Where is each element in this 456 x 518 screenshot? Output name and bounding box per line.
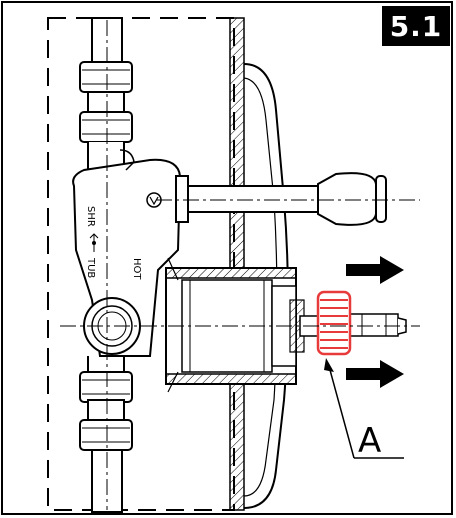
figure-number-badge: 5.1 bbox=[382, 6, 450, 46]
callout-label-a: A bbox=[358, 421, 381, 461]
cartridge-stem bbox=[299, 313, 407, 337]
wall-section bbox=[229, 17, 245, 511]
arrow-right-icon bbox=[346, 256, 404, 284]
removal-arrows bbox=[346, 256, 404, 388]
cartridge-housing bbox=[165, 257, 305, 393]
label-shower: SHR bbox=[85, 206, 96, 227]
diverter-symbol-icon bbox=[89, 233, 99, 252]
arrow-right-icon bbox=[346, 360, 404, 388]
figure-number: 5.1 bbox=[389, 9, 443, 43]
center-lines bbox=[60, 20, 420, 510]
upper-stem-handle bbox=[175, 172, 387, 226]
callout-leader bbox=[324, 358, 404, 459]
supply-pipe-top bbox=[79, 17, 133, 181]
supply-pipe-bottom bbox=[79, 356, 133, 513]
label-tub: TUB bbox=[85, 257, 96, 278]
valve-body bbox=[72, 149, 182, 357]
highlighted-part-a bbox=[316, 290, 352, 356]
label-hot: HOT bbox=[131, 258, 142, 280]
